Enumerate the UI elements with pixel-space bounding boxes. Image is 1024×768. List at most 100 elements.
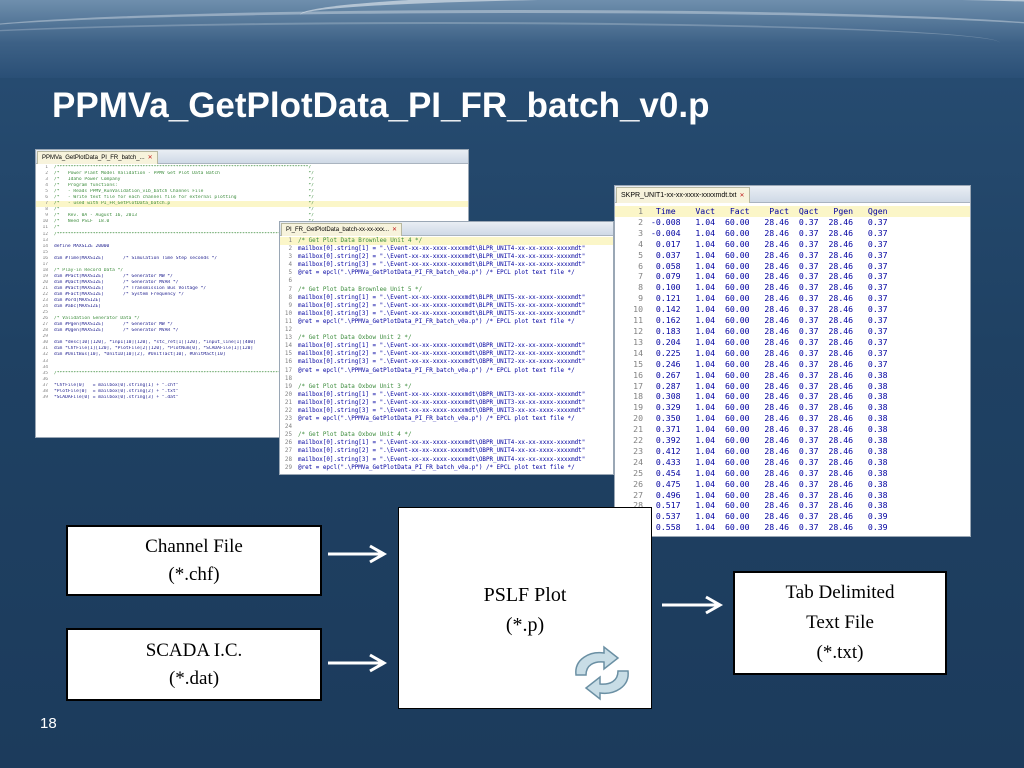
code-line[interactable]: 21 0.371 1.04 60.00 28.46 0.37 28.46 0.3… — [615, 424, 970, 435]
code-line[interactable]: 1/**************************************… — [36, 165, 468, 171]
code-line[interactable]: 20 0.350 1.04 60.00 28.46 0.37 28.46 0.3… — [615, 413, 970, 424]
code-line[interactable]: 28 0.517 1.04 60.00 28.46 0.37 28.46 0.3… — [615, 500, 970, 511]
code-line[interactable]: 9/* Rev. 0A - August 16, 2013 */ — [36, 213, 468, 219]
code-line[interactable]: 1/* Get Plot Data Brownlee Unit 4 */ — [280, 237, 613, 246]
code-line[interactable]: 1 Time Vact Fact Pact Qact Pgen Qgen — [615, 206, 970, 217]
code-line[interactable]: 26 0.475 1.04 60.00 28.46 0.37 28.46 0.3… — [615, 479, 970, 490]
code-line[interactable]: 6/* - Write text file for each channel f… — [36, 195, 468, 201]
code-line[interactable]: 6 — [280, 277, 613, 285]
code-line[interactable]: 25 0.454 1.04 60.00 28.46 0.37 28.46 0.3… — [615, 468, 970, 479]
code-line[interactable]: 5@ret = epcl(".\PPMVa_GetPlotData_PI_FR_… — [280, 269, 613, 277]
code-line[interactable]: 2-0.008 1.04 60.00 28.46 0.37 28.46 0.37 — [615, 217, 970, 228]
code-line[interactable]: 8/* */ — [36, 207, 468, 213]
code-line[interactable]: 7/* Get Plot Data Brownlee Unit 5 */ — [280, 286, 613, 294]
close-icon[interactable]: ✕ — [392, 227, 398, 233]
code-line[interactable]: 10 0.142 1.04 60.00 28.46 0.37 28.46 0.3… — [615, 304, 970, 315]
code-line[interactable]: 29 — [36, 334, 468, 340]
code-line[interactable]: 12 — [280, 326, 613, 334]
close-icon[interactable]: ✕ — [147, 155, 153, 161]
code-line[interactable]: 14 0.225 1.04 60.00 28.46 0.37 28.46 0.3… — [615, 348, 970, 359]
code-line[interactable]: 15 — [36, 250, 468, 256]
code-line[interactable]: 12/*************************************… — [36, 232, 468, 238]
code-line[interactable]: 30 0.558 1.04 60.00 28.46 0.37 28.46 0.3… — [615, 522, 970, 533]
code-line[interactable]: 13/* Get Plot Data Oxbow Unit 2 */ — [280, 334, 613, 342]
code-line[interactable]: 25 — [36, 310, 468, 316]
code-line[interactable]: 22 0.392 1.04 60.00 28.46 0.37 28.46 0.3… — [615, 435, 970, 446]
code-line[interactable]: 19/* Get Plot Data Oxbow Unit 3 */ — [280, 383, 613, 391]
editor-window-batch-script[interactable]: PI_FR_GetPlotData_batch-xx-xx-xxx...✕ 1/… — [279, 221, 614, 475]
code-line[interactable]: 17@ret = epcl(".\PPMVa_GetPlotData_PI_FR… — [280, 367, 613, 375]
code-line[interactable]: 11 0.162 1.04 60.00 28.46 0.37 28.46 0.3… — [615, 315, 970, 326]
code-line[interactable]: 4 0.017 1.04 60.00 28.46 0.37 28.46 0.37 — [615, 239, 970, 250]
code-line[interactable]: 3/* Idaho Power Company */ — [36, 177, 468, 183]
code-line[interactable]: 11@ret = epcl(".\PPMVa_GetPlotData_PI_FR… — [280, 318, 613, 326]
code-line[interactable]: 27 0.496 1.04 60.00 28.46 0.37 28.46 0.3… — [615, 490, 970, 501]
code-area[interactable]: 1/**************************************… — [36, 164, 468, 401]
code-line[interactable]: 24 — [280, 423, 613, 431]
code-line[interactable]: 17 — [36, 262, 468, 268]
code-line[interactable]: 18 — [280, 375, 613, 383]
editor-window-data-text[interactable]: SKPR_UNIT1-xx-xx-xxxx-xxxxmdt.txt✕ 1 Tim… — [614, 185, 971, 537]
code-line[interactable]: 34 — [36, 365, 468, 371]
code-line[interactable]: 18 0.308 1.04 60.00 28.46 0.37 28.46 0.3… — [615, 391, 970, 402]
code-line[interactable]: 6 0.058 1.04 60.00 28.46 0.37 28.46 0.37 — [615, 261, 970, 272]
close-icon[interactable]: ✕ — [739, 193, 745, 199]
code-line[interactable]: 3-0.004 1.04 60.00 28.46 0.37 28.46 0.37 — [615, 228, 970, 239]
code-line[interactable]: 5/* - Reads PPMV_RunValidation_v1b_batch… — [36, 189, 468, 195]
code-line[interactable]: 13 0.204 1.04 60.00 28.46 0.37 28.46 0.3… — [615, 337, 970, 348]
editor-tab[interactable]: SKPR_UNIT1-xx-xx-xxxx-xxxxmdt.txt✕ — [616, 187, 750, 203]
code-line[interactable]: 23@ret = epcl(".\PPMVa_GetPlotData_PI_FR… — [280, 415, 613, 423]
code-line[interactable]: 36 — [36, 377, 468, 383]
code-line[interactable]: 9 0.121 1.04 60.00 28.46 0.37 28.46 0.37 — [615, 293, 970, 304]
code-line[interactable]: 38*PlotFile[0] = mailbox[0].string[2] + … — [36, 389, 468, 395]
code-line[interactable]: 12 0.183 1.04 60.00 28.46 0.37 28.46 0.3… — [615, 326, 970, 337]
code-line[interactable]: 7 0.079 1.04 60.00 28.46 0.37 28.46 0.37 — [615, 271, 970, 282]
code-line[interactable]: 16 0.267 1.04 60.00 28.46 0.37 28.46 0.3… — [615, 370, 970, 381]
code-line[interactable]: 37*ChfFile[0] = mailbox[0].string[1] + "… — [36, 383, 468, 389]
code-line[interactable]: 29 0.537 1.04 60.00 28.46 0.37 28.46 0.3… — [615, 511, 970, 522]
editor-tab[interactable]: PI_FR_GetPlotData_batch-xx-xx-xxx...✕ — [281, 223, 403, 236]
code-line[interactable]: 13 — [36, 238, 468, 244]
code-line[interactable]: 19 0.329 1.04 60.00 28.46 0.37 28.46 0.3… — [615, 402, 970, 413]
editor-tab[interactable]: PPMVa_GetPlotData_PI_FR_batch_...✕ — [37, 151, 158, 164]
code-line[interactable]: 23 0.412 1.04 60.00 28.46 0.37 28.46 0.3… — [615, 446, 970, 457]
code-line[interactable]: 35/*************************************… — [36, 371, 468, 377]
code-line[interactable]: 17 0.287 1.04 60.00 28.46 0.37 28.46 0.3… — [615, 381, 970, 392]
code-line[interactable]: 15 0.246 1.04 60.00 28.46 0.37 28.46 0.3… — [615, 359, 970, 370]
code-line[interactable]: 7/* - used with PI_FR_GetPlotData_batch.… — [36, 201, 468, 208]
code-line[interactable]: 24 0.433 1.04 60.00 28.46 0.37 28.46 0.3… — [615, 457, 970, 468]
code-line[interactable]: 39*SCADAFile[0] = mailbox[0].string[3] +… — [36, 395, 468, 401]
code-line[interactable]: 8 0.100 1.04 60.00 28.46 0.37 28.46 0.37 — [615, 282, 970, 293]
code-line[interactable]: 25/* Get Plot Data Oxbow Unit 4 */ — [280, 431, 613, 439]
code-line[interactable]: 2/* Power Plant Model Validation - PPMV … — [36, 171, 468, 177]
code-line[interactable]: 26/* Validation Generator Data */ — [36, 316, 468, 322]
